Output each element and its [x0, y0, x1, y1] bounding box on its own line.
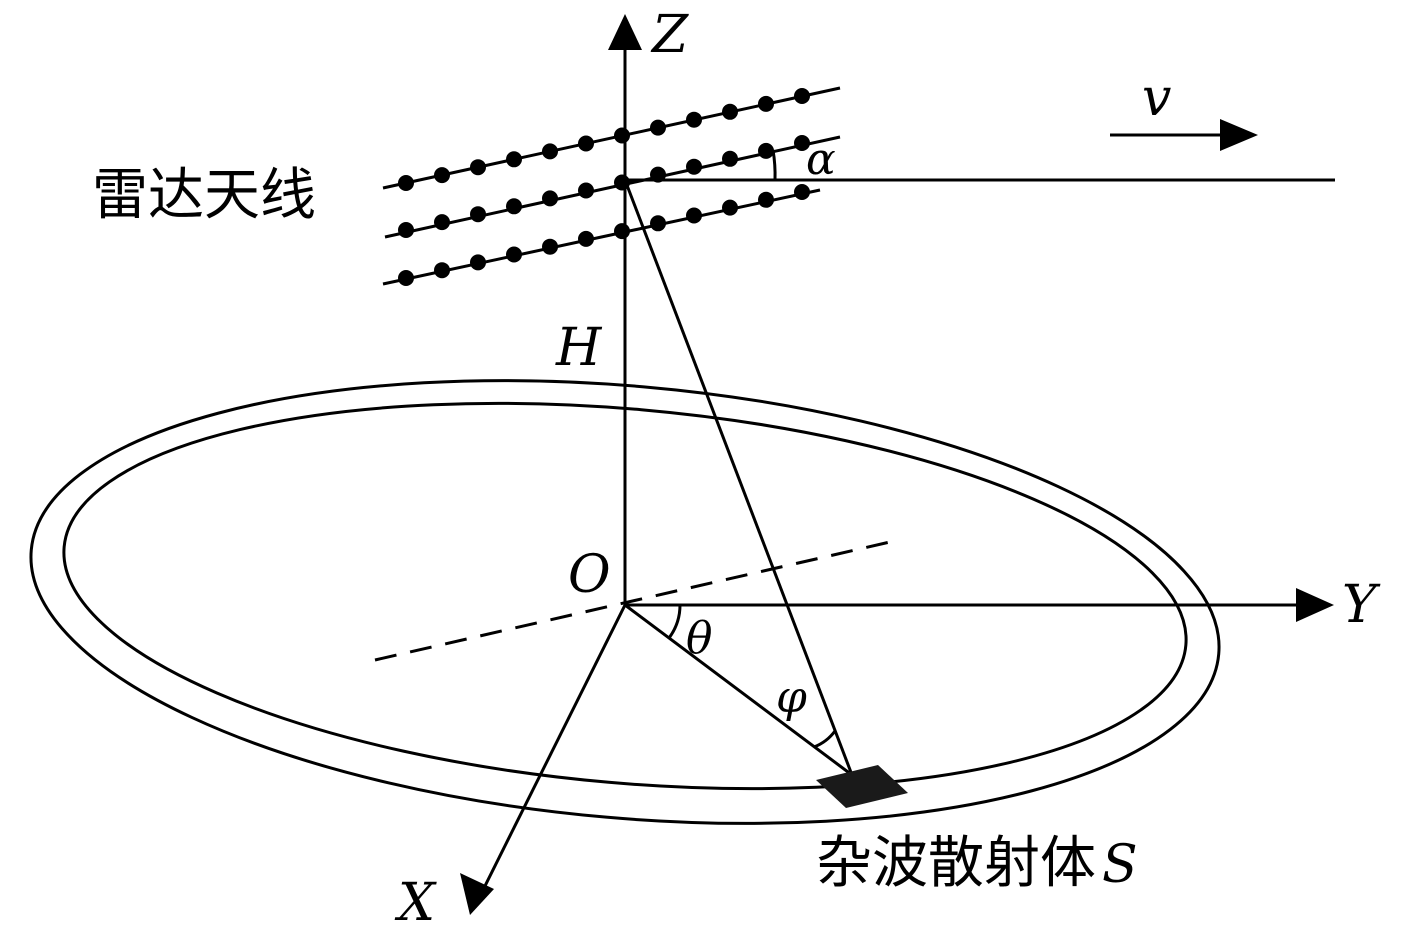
antenna-label: 雷达天线: [92, 163, 316, 228]
antenna-element: [758, 191, 774, 208]
x-axis-arrow-icon: [460, 873, 494, 915]
radar-antenna-array: [382, 86, 841, 286]
antenna-element: [722, 199, 738, 216]
antenna-element: [578, 182, 594, 199]
antenna-element: [614, 174, 630, 191]
antenna-row-line: [382, 188, 821, 286]
antenna-element: [470, 159, 486, 176]
antenna-element: [542, 143, 558, 160]
x-axis: [476, 604, 627, 901]
antenna-element: [434, 262, 450, 279]
theta-arc: [667, 604, 682, 639]
alpha-label: α: [806, 134, 836, 185]
antenna-element: [722, 103, 738, 120]
antenna-element: [794, 184, 810, 200]
antenna-element: [434, 214, 450, 231]
antenna-element: [650, 166, 666, 183]
phi-arc: [813, 730, 837, 749]
clutter-scatterer-patch: [816, 765, 908, 808]
antenna-element: [470, 206, 486, 223]
ground-ring-inner: [62, 401, 1188, 791]
antenna-element: [542, 190, 558, 207]
antenna-element: [794, 135, 810, 151]
antenna-element: [758, 142, 774, 159]
antenna-element: [758, 95, 774, 112]
antenna-element: [578, 230, 594, 247]
y-axis-label: Y: [1342, 575, 1381, 635]
z-axis-arrow-icon: [608, 14, 642, 50]
antenna-element: [650, 119, 666, 136]
phi-label: φ: [776, 672, 807, 723]
antenna-element: [470, 254, 486, 271]
antenna-element: [506, 151, 522, 168]
antenna-element: [398, 222, 414, 238]
x-axis-label: X: [394, 873, 437, 928]
antenna-element: [434, 167, 450, 184]
antenna-element: [650, 215, 666, 232]
clutter-scatterer-text: 杂波散射体: [816, 831, 1096, 896]
slant-range-line: [623, 179, 854, 776]
antenna-element: [686, 207, 702, 224]
antenna-element: [398, 270, 414, 286]
antenna-element: [686, 158, 702, 175]
antenna-element: [506, 198, 522, 215]
z-axis-label: Z: [650, 5, 689, 65]
y-axis-arrow-icon: [1296, 588, 1334, 622]
ground-ring-outer: [29, 379, 1221, 825]
antenna-element: [398, 175, 414, 191]
velocity-label: v: [1142, 68, 1171, 128]
ground-projection-dashed-line: [374, 540, 891, 662]
antenna-element: [578, 135, 594, 152]
antenna-element: [542, 238, 558, 255]
antenna-element: [506, 246, 522, 263]
antenna-element: [722, 150, 738, 167]
antenna-element: [614, 127, 630, 144]
clutter-scatterer-symbol: S: [1102, 835, 1138, 895]
antenna-element: [686, 111, 702, 128]
theta-label: θ: [686, 613, 713, 664]
height-label: H: [555, 318, 603, 378]
velocity-arrow-head-icon: [1220, 119, 1258, 151]
antenna-element: [614, 223, 630, 240]
origin-label: O: [568, 545, 611, 605]
alpha-arc: [771, 149, 777, 181]
antenna-element: [794, 88, 810, 104]
ground-range-line: [624, 603, 853, 777]
